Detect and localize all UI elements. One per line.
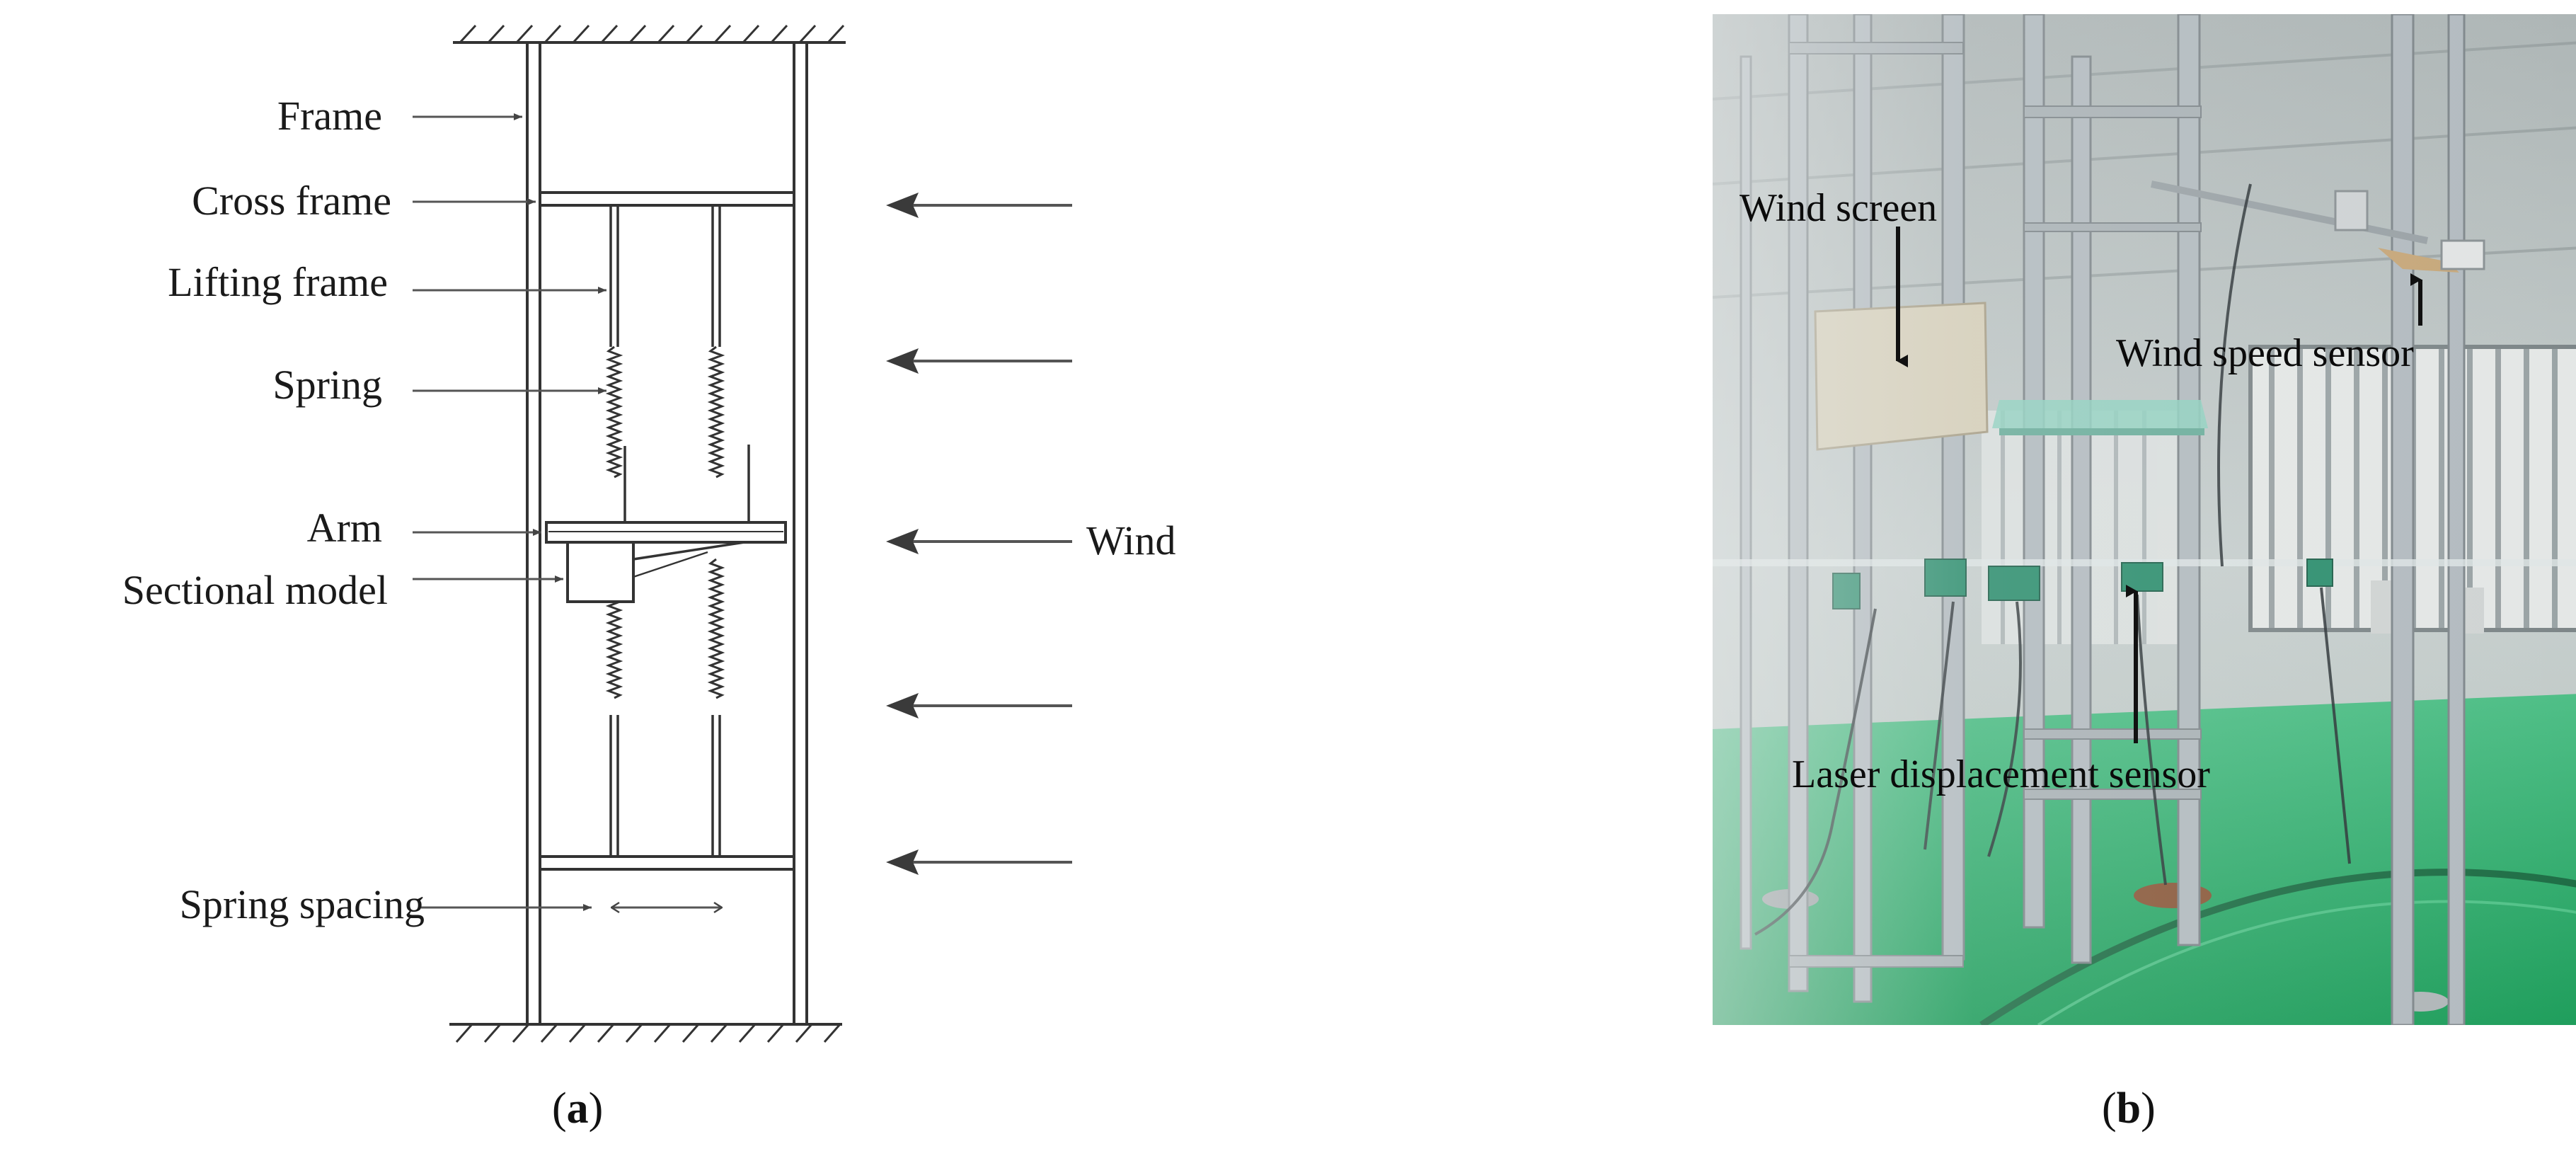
arm-plate — [545, 521, 787, 544]
top-support-hatch — [453, 24, 846, 44]
caption-b-letter: b — [2116, 1084, 2141, 1133]
label-laser-displacement-sensor: Laser displacement sensor — [1792, 752, 2210, 796]
arm-posts — [623, 445, 750, 522]
caption-b: (b) — [2102, 1084, 2156, 1133]
lifting-frame-rods — [609, 205, 721, 857]
wind-arrows — [886, 193, 1072, 875]
label-wind-screen: Wind screen — [1740, 186, 1937, 230]
label-lifting-frame: Lifting frame — [168, 259, 388, 305]
label-spring: Spring — [272, 362, 382, 408]
label-sectional-model: Sectional model — [122, 567, 388, 613]
label-arm: Arm — [307, 505, 382, 551]
caption-a: (a) — [552, 1084, 604, 1133]
label-cross-frame: Cross frame — [192, 178, 391, 224]
caption-a-letter: a — [566, 1084, 589, 1133]
cross-frames — [540, 191, 794, 871]
schematic-diagram: Frame Cross frame Lifting frame Spring A… — [122, 24, 1176, 1043]
label-arrows — [413, 113, 606, 911]
bottom-support-hatch — [449, 1023, 842, 1043]
label-frame: Frame — [277, 93, 382, 139]
label-wind-speed-sensor: Wind speed sensor — [2116, 331, 2414, 375]
sectional-model — [566, 541, 745, 603]
label-wind: Wind — [1086, 517, 1176, 563]
label-spring-spacing: Spring spacing — [180, 881, 425, 927]
test-rig-photo: Wind screen Wind speed sensor Laser disp… — [1713, 14, 2576, 1025]
photo-annotation-arrows — [1896, 227, 2422, 743]
